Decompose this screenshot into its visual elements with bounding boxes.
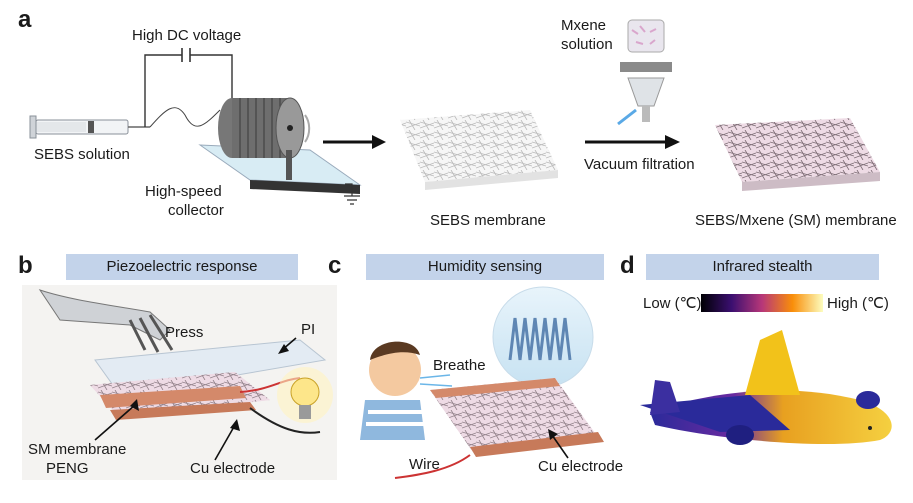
peng-illustration (22, 285, 337, 480)
press-label: Press (165, 324, 204, 341)
cu-electrode-label-c: Cu electrode (538, 458, 624, 475)
filtration-funnel-icon (617, 19, 672, 126)
sm-membrane-label: SEBS/Mxene (SM) membrane (695, 212, 897, 229)
collector-label-line2: collector (168, 202, 224, 219)
electrospinning-setup (29, 48, 362, 205)
colorbar-low-label: Low (℃) (643, 295, 702, 312)
wire-label: Wire (409, 456, 440, 473)
syringe-icon (29, 115, 150, 139)
collector-drum-icon (218, 97, 311, 180)
collector-label-line1: High-speed (145, 183, 222, 200)
colorbar-high-label: High (℃) (827, 295, 889, 312)
mxene-label-line2: solution (561, 36, 613, 53)
panel-c-letter: c (328, 252, 342, 279)
panel-c-title: Humidity sensing (366, 254, 604, 280)
pi-label: PI (301, 321, 316, 338)
sm-membrane-peng-label-line2: PENG (46, 460, 89, 477)
sebs-membrane-label: SEBS membrane (430, 212, 546, 229)
vacuum-filtration-label: Vacuum filtration (584, 156, 695, 173)
panel-b-title: Piezoelectric response (66, 254, 298, 280)
sm-membrane-peng-label-line1: SM membrane (28, 441, 127, 458)
panel-b-letter: b (18, 252, 33, 279)
breathe-label: Breathe (433, 357, 486, 374)
cu-electrode-label-b: Cu electrode (190, 460, 276, 477)
panel-d-title: Infrared stealth (646, 254, 879, 280)
boy-figure-icon (360, 341, 425, 440)
light-bulb-icon (277, 367, 333, 423)
sm-membrane-icon (715, 118, 880, 191)
mxene-label-line1: Mxene (561, 17, 607, 34)
high-voltage-label: High DC voltage (132, 27, 242, 44)
airplane-icon (640, 330, 892, 445)
temperature-colorbar (701, 294, 823, 312)
panel-a-letter: a (18, 6, 32, 33)
humidity-illustration (360, 286, 604, 479)
sebs-solution-label: SEBS solution (34, 146, 130, 163)
panel-d-letter: d (620, 252, 635, 279)
sebs-membrane-icon (400, 110, 558, 190)
